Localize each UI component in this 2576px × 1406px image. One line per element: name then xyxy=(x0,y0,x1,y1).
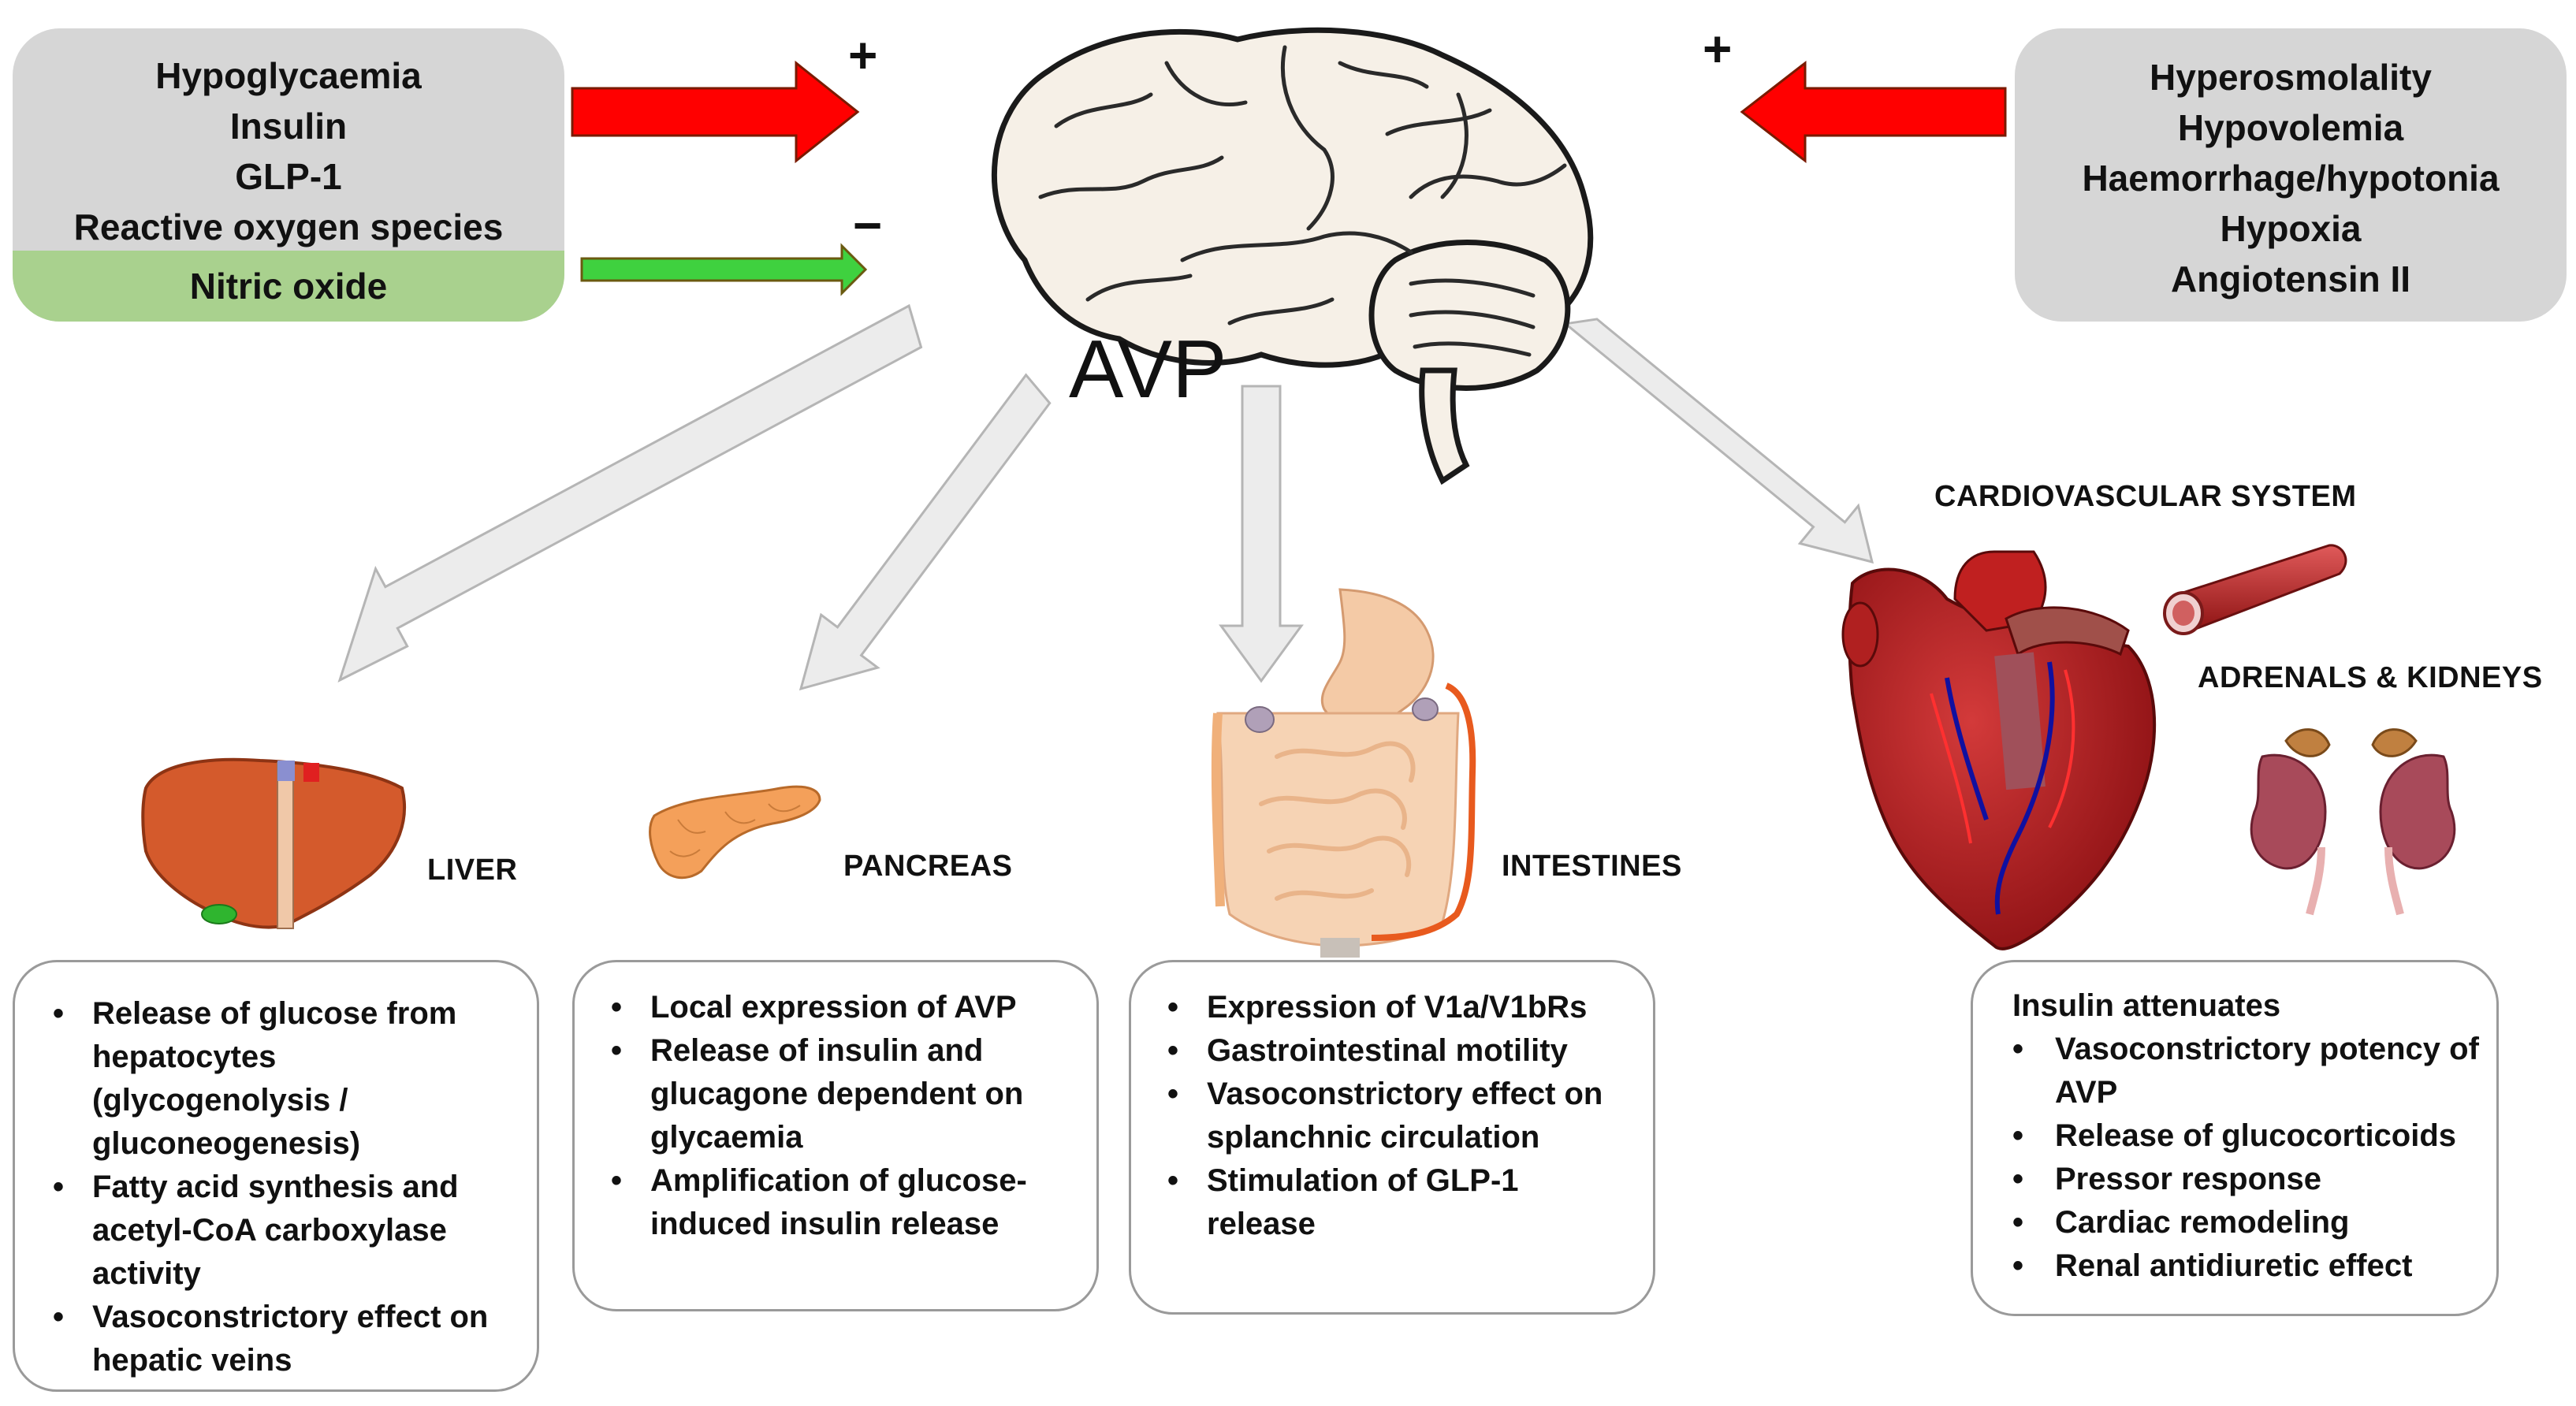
intestines-effect-2: Gastrointestinal motility xyxy=(1167,1029,1634,1073)
inhibitor-band: Nitric oxide xyxy=(13,251,564,322)
cardiovascular-effect-2: Release of glucocorticoids xyxy=(2012,1114,2481,1158)
plus-sign-right: + xyxy=(1703,20,1733,77)
stimulator-left-1: Hypoglycaemia xyxy=(155,55,422,96)
intestines-label: INTESTINES xyxy=(1502,850,1682,883)
stimulator-right-2: Hypovolemia xyxy=(2177,107,2404,148)
cardiovascular-effect-5: Renal antidiuretic effect xyxy=(2012,1244,2481,1288)
pancreas-effect-1: Local expression of AVP xyxy=(611,986,1078,1029)
stimulatory-arrow-right xyxy=(1740,60,2007,164)
cardiovascular-effect-1: Vasoconstrictory potency of AVP xyxy=(2012,1028,2481,1114)
liver-effect-1: Release of glucose from hepatocytes (gly… xyxy=(53,992,513,1166)
intestines-effect-1: Expression of V1a/V1bRs xyxy=(1167,986,1634,1029)
target-arrow-liver xyxy=(337,303,923,683)
stimulator-right-4: Hypoxia xyxy=(2220,208,2362,249)
inhibitor-nitric-oxide: Nitric oxide xyxy=(189,266,388,307)
pancreas-illustration xyxy=(649,785,821,880)
plus-sign-left: + xyxy=(848,27,878,84)
intestines-effect-3: Vasoconstrictory effect on splanchnic ci… xyxy=(1167,1073,1634,1159)
stimulatory-arrow-left xyxy=(571,60,860,164)
pancreas-effects-box: Local expression of AVP Release of insul… xyxy=(572,960,1099,1311)
target-arrow-intestines xyxy=(1219,385,1304,683)
liver-effect-3: Vasoconstrictory effect on hepatic veins xyxy=(53,1296,513,1382)
adrenals-kidneys-label: ADRENALS & KIDNEYS xyxy=(2198,661,2543,694)
left-stimulators-box: Hypoglycaemia Insulin GLP-1 Reactive oxy… xyxy=(13,28,564,322)
liver-label: LIVER xyxy=(427,854,518,887)
stimulator-right-1: Hyperosmolality xyxy=(2150,57,2432,98)
intestines-illustration xyxy=(1211,588,1476,958)
pancreas-effect-3: Amplification of glucose-induced insulin… xyxy=(611,1159,1078,1246)
cardiovascular-effects-box: Insulin attenuates Vasoconstrictory pote… xyxy=(1971,960,2499,1316)
target-arrow-pancreas xyxy=(798,373,1052,691)
stimulator-right-5: Angiotensin II xyxy=(2170,259,2411,299)
inhibitory-arrow xyxy=(580,243,868,296)
avp-label: AVP xyxy=(1069,324,1227,415)
brain-illustration xyxy=(991,27,1594,485)
minus-sign: − xyxy=(853,197,883,254)
target-arrow-cardiovascular xyxy=(1562,318,1874,564)
liver-effect-2: Fatty acid synthesis and acetyl-CoA carb… xyxy=(53,1166,513,1296)
cardiovascular-intro: Insulin attenuates xyxy=(2012,988,2281,1023)
stimulator-left-2: Insulin xyxy=(229,106,348,147)
cardiovascular-effect-3: Pressor response xyxy=(2012,1158,2481,1201)
stimulator-left-4: Reactive oxygen species xyxy=(73,206,504,247)
cardiovascular-label: CARDIOVASCULAR SYSTEM xyxy=(1934,480,2357,513)
heart-illustration xyxy=(1841,550,2157,950)
blood-vessel-illustration xyxy=(2163,544,2347,635)
stimulator-right-3: Haemorrhage/hypotonia xyxy=(2082,158,2500,199)
intestines-effect-4: Stimulation of GLP-1 release xyxy=(1167,1159,1634,1246)
pancreas-effect-2: Release of insulin and glucagone depende… xyxy=(611,1029,1078,1159)
kidneys-illustration xyxy=(2250,728,2456,916)
right-stimulators-box: Hyperosmolality Hypovolemia Haemorrhage/… xyxy=(2015,28,2567,322)
intestines-effects-box: Expression of V1a/V1bRs Gastrointestinal… xyxy=(1129,960,1655,1315)
liver-illustration xyxy=(141,757,406,929)
liver-effects-box: Release of glucose from hepatocytes (gly… xyxy=(13,960,539,1392)
cardiovascular-effect-4: Cardiac remodeling xyxy=(2012,1201,2481,1244)
stimulator-left-3: GLP-1 xyxy=(235,156,342,197)
pancreas-label: PANCREAS xyxy=(843,850,1013,883)
